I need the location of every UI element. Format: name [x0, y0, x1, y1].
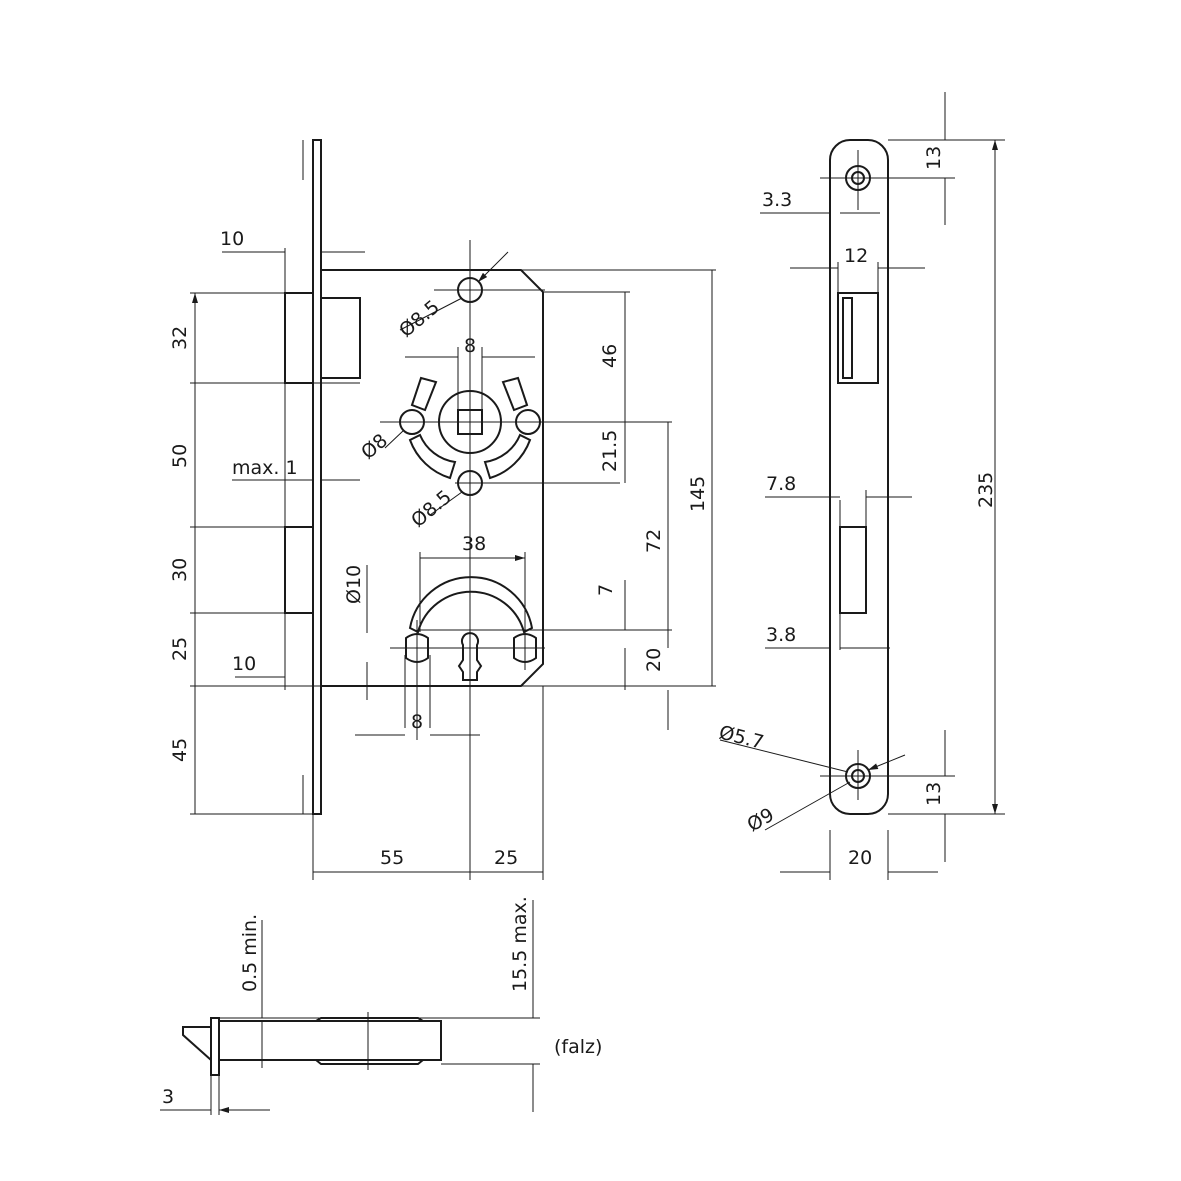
dim-plan-3: 3	[162, 1086, 174, 1108]
plan-latch	[182, 1026, 212, 1061]
dim-follower-to-cyl: 72	[643, 529, 665, 553]
dim-latch-to-deadbolt: 50	[169, 444, 191, 468]
latch-bolt	[284, 292, 314, 384]
dim-case-height: 145	[687, 476, 709, 512]
plan-body	[218, 1020, 442, 1061]
dim-side-3-8: 3.8	[766, 624, 796, 646]
dim-side-hole-dia-large: Ø9	[744, 804, 778, 837]
dim-cyl-hole-spacing: 8	[411, 711, 423, 733]
dim-deadbolt-to-bottom: 25	[169, 637, 191, 661]
latch-inner	[320, 297, 361, 379]
dim-screw-mid-dia: Ø8.5	[407, 486, 456, 532]
dim-cyl-to-edge: 25	[494, 847, 518, 869]
dim-side-12: 12	[844, 245, 868, 267]
dim-side-hole-dia-small: Ø5.7	[717, 722, 766, 754]
cylinder-hole-left	[405, 633, 429, 663]
dim-side-3-3: 3.3	[762, 189, 792, 211]
side-faceplate	[829, 139, 889, 815]
dim-cyl-to-bottom: 20	[643, 648, 665, 672]
dim-latch-height: 32	[169, 326, 191, 350]
plan-view	[160, 900, 540, 1115]
plan-cylinder-bumps	[315, 1017, 424, 1065]
dim-side-width: 20	[848, 847, 872, 869]
dim-plan-min: 0.5 min.	[239, 914, 261, 992]
side-view	[719, 92, 1005, 880]
dim-side-top-hole: 13	[923, 146, 945, 170]
deadbolt	[284, 526, 314, 614]
dim-max-1: max. 1	[232, 457, 298, 479]
dim-plan-falz: (falz)	[554, 1036, 602, 1058]
dimension-labels: 10 32 50 max. 1 30 25 10 45 55 25 Ø8.5 8…	[162, 146, 997, 1108]
dim-latch-offset: 10	[220, 228, 244, 250]
dim-plan-max: 15.5 max.	[509, 896, 531, 992]
plan-faceplate	[210, 1017, 220, 1076]
side-deadbolt	[839, 526, 867, 614]
front-view	[190, 139, 716, 880]
dim-rosette-dia: Ø8	[357, 430, 392, 464]
dim-bottom-extension: 45	[169, 738, 191, 762]
faceplate	[312, 139, 322, 815]
lock-case	[321, 269, 544, 687]
dim-deadbolt-offset: 10	[232, 653, 256, 675]
cylinder-arc	[408, 576, 534, 634]
dim-side-bottom-hole: 13	[923, 782, 945, 806]
dim-side-7-8: 7.8	[766, 473, 796, 495]
dim-backset: 55	[380, 847, 404, 869]
dim-square-size: 8	[464, 335, 476, 357]
dim-cyl-offset: 7	[595, 584, 617, 596]
dim-cyl-width: 38	[462, 533, 486, 555]
dim-screw-top-dia: Ø8.5	[395, 296, 444, 342]
cylinder-hole-right	[513, 633, 537, 663]
dim-side-235: 235	[975, 472, 997, 508]
dim-follower-to-screw: 21.5	[599, 430, 621, 472]
dim-top-to-follower: 46	[599, 344, 621, 368]
keyhole	[457, 632, 483, 681]
dim-deadbolt-height: 30	[169, 558, 191, 582]
dim-cyl-hole-dia: Ø10	[343, 565, 365, 604]
side-latch	[837, 292, 879, 384]
